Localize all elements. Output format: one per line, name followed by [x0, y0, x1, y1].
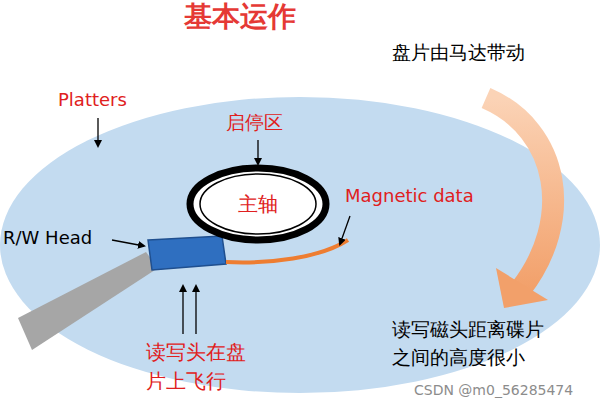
title: 基本运作: [184, 0, 296, 34]
rotation-band: [486, 98, 553, 290]
leader-line: [182, 286, 183, 334]
leader-line: [112, 240, 144, 246]
leader-line: [340, 216, 350, 244]
leader-line: [195, 286, 196, 334]
motor-note: 盘片由马达带动: [392, 40, 525, 65]
leader-line: [257, 140, 258, 164]
platter: [0, 97, 600, 393]
head-label: R/W Head: [3, 226, 92, 249]
actuator-arm: [18, 252, 158, 350]
zone-label: 启停区: [226, 110, 283, 135]
rotation-head: [496, 268, 548, 308]
watermark: CSDN @m0_56285474: [414, 381, 573, 399]
rw-head: [148, 236, 226, 270]
magnetic-track: [226, 240, 348, 262]
height-note: 读写磁头距离碟片 之间的高度很小: [392, 316, 562, 371]
node-text: 主轴: [238, 191, 278, 218]
flying-note: 读写头在盘 片上飞行: [146, 338, 254, 396]
platter-label: Platters: [58, 88, 127, 111]
data-label: Magnetic data: [345, 184, 474, 207]
leader-line: [97, 118, 98, 146]
spindle-hub: 主轴: [186, 164, 330, 244]
